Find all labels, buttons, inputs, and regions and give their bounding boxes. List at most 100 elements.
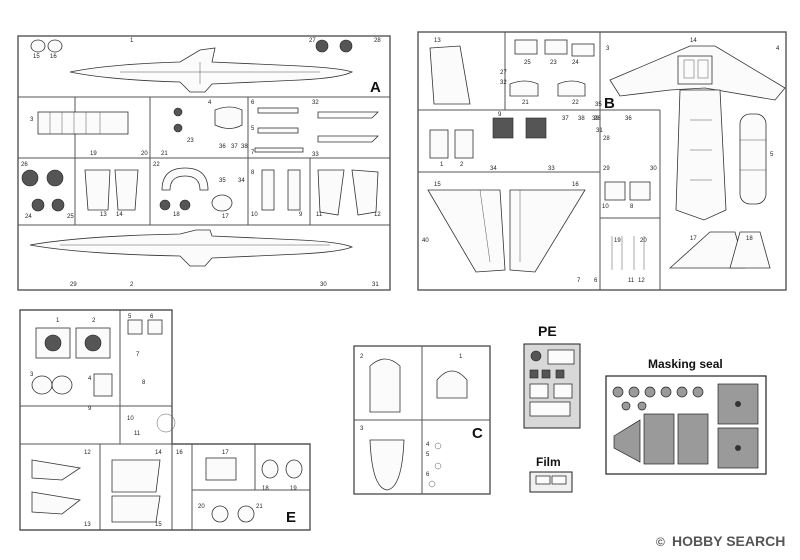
svg-text:21: 21 bbox=[161, 151, 168, 157]
svg-text:38: 38 bbox=[578, 116, 585, 122]
svg-text:30: 30 bbox=[650, 166, 657, 172]
svg-text:36: 36 bbox=[219, 144, 226, 150]
svg-text:5: 5 bbox=[251, 126, 255, 132]
panel-e14 bbox=[111, 459, 161, 493]
exhaust-a17 bbox=[211, 194, 233, 212]
svg-text:12: 12 bbox=[84, 450, 91, 456]
svg-text:24: 24 bbox=[572, 60, 579, 66]
svg-text:5: 5 bbox=[426, 452, 430, 458]
svg-text:34: 34 bbox=[238, 178, 245, 184]
part-a7 bbox=[254, 147, 304, 153]
part-b10 bbox=[629, 181, 651, 201]
svg-text:10: 10 bbox=[251, 212, 258, 218]
panel-b13 bbox=[429, 45, 471, 105]
svg-text:3: 3 bbox=[30, 372, 34, 378]
svg-text:1: 1 bbox=[130, 38, 134, 44]
svg-text:12: 12 bbox=[638, 278, 645, 284]
wing-b16 bbox=[509, 189, 586, 273]
svg-text:26: 26 bbox=[594, 116, 601, 122]
svg-text:29: 29 bbox=[70, 282, 77, 288]
part-a10 bbox=[261, 169, 275, 211]
part-e19 bbox=[285, 459, 303, 479]
svg-text:37: 37 bbox=[562, 116, 569, 122]
watermark-mark: © bbox=[656, 535, 665, 549]
svg-text:1: 1 bbox=[440, 162, 444, 168]
svg-text:9: 9 bbox=[498, 112, 502, 118]
canopy-c3 bbox=[369, 439, 405, 491]
svg-text:11: 11 bbox=[316, 212, 323, 218]
svg-text:20: 20 bbox=[141, 151, 148, 157]
wheel-a18 bbox=[179, 199, 191, 211]
svg-text:13: 13 bbox=[434, 38, 441, 44]
svg-text:12: 12 bbox=[374, 212, 381, 218]
svg-text:7: 7 bbox=[136, 352, 140, 358]
part-a9 bbox=[287, 169, 301, 211]
svg-text:25: 25 bbox=[67, 214, 74, 220]
svg-text:20: 20 bbox=[198, 504, 205, 510]
svg-text:15: 15 bbox=[155, 522, 162, 528]
svg-text:2: 2 bbox=[460, 162, 464, 168]
svg-text:35: 35 bbox=[219, 178, 226, 184]
photo-etch-sheet: PE bbox=[523, 323, 581, 429]
tail-a12 bbox=[351, 169, 379, 216]
svg-text:6: 6 bbox=[426, 472, 430, 478]
svg-text:25: 25 bbox=[524, 60, 531, 66]
part-e17 bbox=[205, 457, 237, 481]
seat-b2 bbox=[454, 129, 474, 159]
part-b22 bbox=[557, 80, 586, 97]
fuselage-half-lower bbox=[29, 229, 354, 267]
svg-text:19: 19 bbox=[90, 151, 97, 157]
watermark-brand: HOBBY SEARCH bbox=[672, 533, 785, 549]
ring-e20 bbox=[211, 505, 229, 523]
ring-e21 bbox=[237, 505, 255, 523]
sprue-e-frame bbox=[19, 309, 311, 531]
svg-text:4: 4 bbox=[776, 46, 780, 52]
sprue-e: 1 2 3 4 5 6 7 8 9 10 11 12 13 14 15 16 1… bbox=[19, 309, 311, 531]
panel-b9 bbox=[492, 117, 514, 139]
svg-text:8: 8 bbox=[142, 380, 146, 386]
svg-text:7: 7 bbox=[251, 150, 255, 156]
windscreen-c1 bbox=[436, 370, 468, 399]
cockpit-frame-b14 bbox=[677, 55, 713, 85]
engine-b5 bbox=[739, 113, 767, 205]
stabiliser-b17 bbox=[668, 231, 746, 269]
svg-text:14: 14 bbox=[116, 212, 123, 218]
svg-text:11: 11 bbox=[134, 431, 141, 437]
svg-text:33: 33 bbox=[548, 166, 555, 172]
svg-text:23: 23 bbox=[187, 138, 194, 144]
photo-etch-label: PE bbox=[538, 323, 557, 339]
part-a15 bbox=[30, 39, 46, 53]
svg-text:28: 28 bbox=[603, 136, 610, 142]
svg-text:38: 38 bbox=[241, 144, 248, 150]
cockpit-tub bbox=[37, 111, 129, 135]
svg-text:14: 14 bbox=[155, 450, 162, 456]
svg-text:13: 13 bbox=[84, 522, 91, 528]
svg-text:37: 37 bbox=[231, 144, 238, 150]
fuselage-b9 bbox=[675, 89, 727, 221]
svg-text:5: 5 bbox=[770, 152, 774, 158]
svg-text:40: 40 bbox=[422, 238, 429, 244]
canopy-c2 bbox=[369, 358, 401, 413]
svg-text:21: 21 bbox=[256, 504, 263, 510]
svg-text:30: 30 bbox=[320, 282, 327, 288]
svg-text:3: 3 bbox=[360, 426, 364, 432]
svg-text:2: 2 bbox=[360, 354, 364, 360]
svg-text:28: 28 bbox=[374, 38, 381, 44]
sprue-a-letter: A bbox=[370, 79, 381, 96]
part-b21 bbox=[509, 80, 539, 97]
panel-e12 bbox=[31, 459, 82, 481]
panel-b8 bbox=[525, 117, 547, 139]
wheel-a25 bbox=[51, 198, 65, 212]
svg-text:5: 5 bbox=[128, 314, 132, 320]
part-a6 bbox=[257, 107, 299, 114]
panel-e13 bbox=[31, 491, 81, 515]
svg-text:27: 27 bbox=[500, 70, 507, 76]
svg-text:17: 17 bbox=[690, 236, 697, 242]
film-label: Film bbox=[536, 455, 561, 469]
svg-text:7: 7 bbox=[577, 278, 581, 284]
svg-text:19: 19 bbox=[290, 486, 297, 492]
part-e18 bbox=[261, 459, 279, 479]
svg-text:17: 17 bbox=[222, 214, 229, 220]
part-a4 bbox=[214, 106, 243, 129]
